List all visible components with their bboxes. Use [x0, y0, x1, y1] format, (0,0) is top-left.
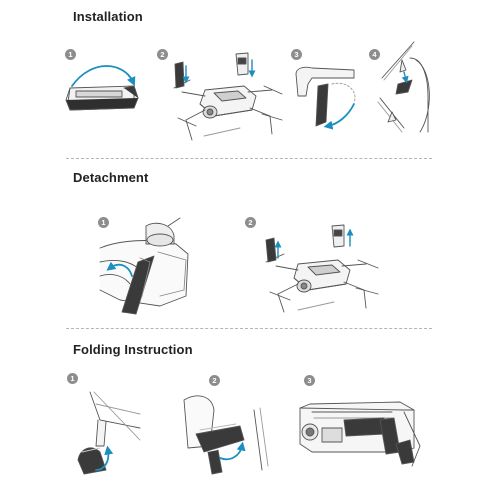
folding-step-2-badge: 2	[209, 375, 220, 386]
section-divider-2	[66, 328, 432, 329]
installation-2-illustration	[173, 52, 283, 141]
section-divider-1	[66, 158, 432, 159]
installation-step-1-badge: 1	[65, 49, 76, 60]
installation-step-4-badge: 4	[369, 49, 380, 60]
installation-step-2-badge: 2	[157, 49, 168, 60]
installation-4-illustration	[377, 41, 430, 133]
installation-3-illustration	[295, 66, 356, 130]
detachment-step-2-badge: 2	[245, 217, 256, 228]
heading-detachment: Detachment	[73, 170, 149, 185]
heading-installation: Installation	[73, 9, 143, 24]
folding-3-illustration	[299, 401, 421, 467]
detachment-step-1-badge: 1	[98, 217, 109, 228]
installation-1-illustration	[65, 65, 139, 111]
heading-folding-instruction: Folding Instruction	[73, 342, 193, 357]
detachment-2-illustration	[265, 224, 379, 313]
installation-step-3-badge: 3	[291, 49, 302, 60]
folding-step-1-badge: 1	[67, 373, 78, 384]
folding-2-illustration	[183, 395, 269, 475]
folding-step-3-badge: 3	[304, 375, 315, 386]
detachment-1-illustration	[99, 217, 189, 315]
folding-1-illustration	[77, 391, 141, 475]
